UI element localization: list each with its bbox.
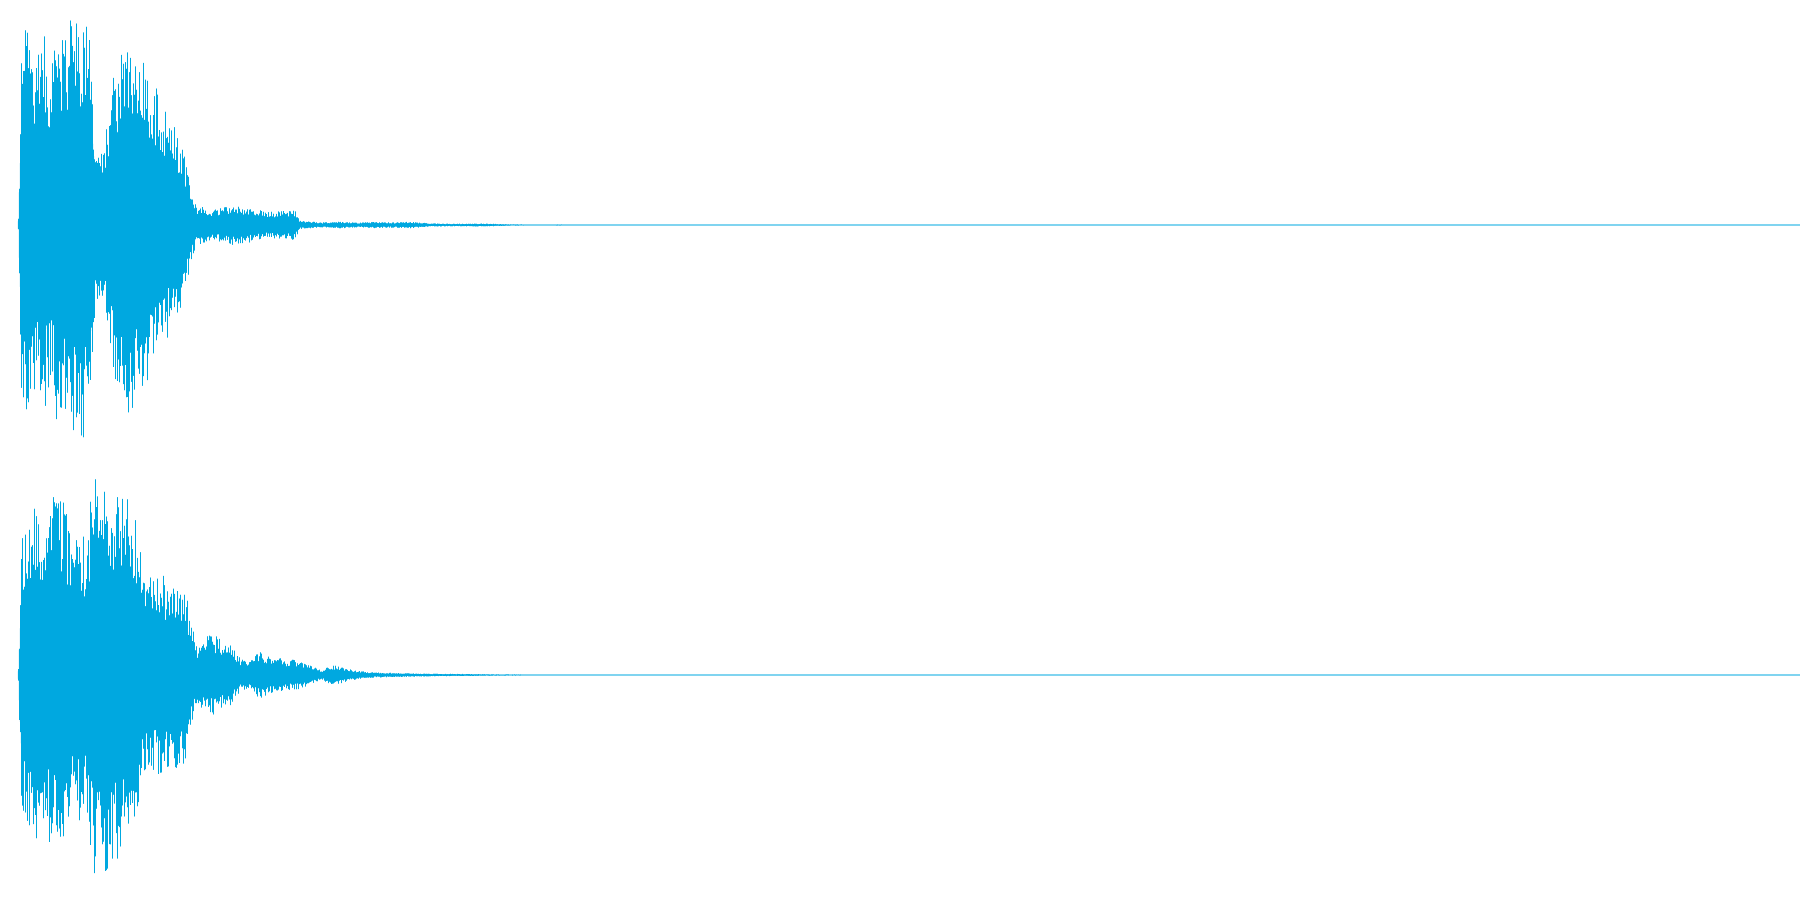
channel-2-waveform — [17, 479, 1800, 874]
channel-1-waveform — [17, 20, 1800, 438]
waveform-core — [17, 104, 582, 346]
waveform-core — [17, 556, 543, 794]
